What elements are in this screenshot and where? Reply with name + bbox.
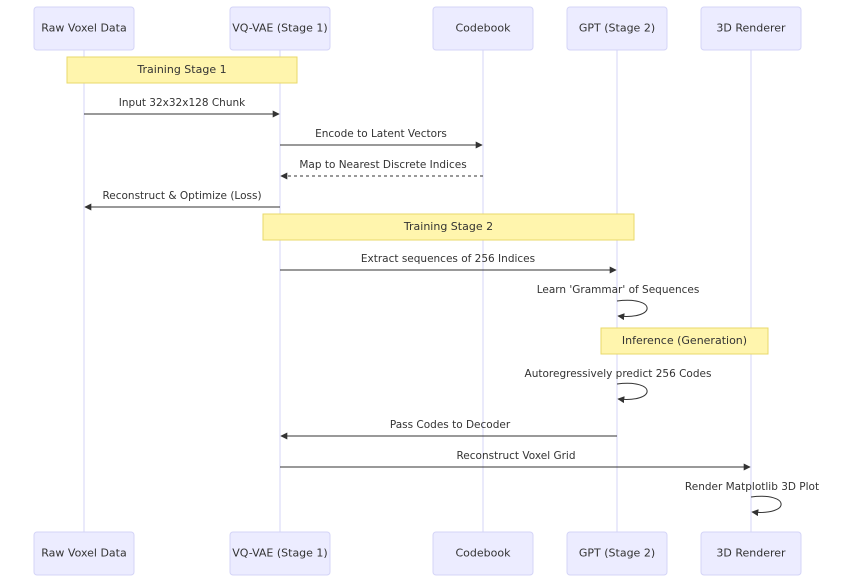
actor-label: 3D Renderer <box>716 547 786 560</box>
lifelines <box>83 50 752 532</box>
actor-label: GPT (Stage 2) <box>579 547 655 560</box>
message-label: Autoregressively predict 256 Codes <box>525 368 712 380</box>
actor-label: VQ-VAE (Stage 1) <box>232 22 327 35</box>
actors-top: Raw Voxel Data VQ-VAE (Stage 1) Codebook… <box>33 6 802 51</box>
note-text: Inference (Generation) <box>622 334 747 347</box>
actor-label: Codebook <box>456 547 512 560</box>
note-inference-generation: Inference (Generation) <box>600 327 769 355</box>
actors-bottom: Raw Voxel Data VQ-VAE (Stage 1) Codebook… <box>33 531 802 576</box>
message-autoregressive-predict: Autoregressively predict 256 Codes <box>525 368 712 404</box>
actor-3d-renderer-bottom: 3D Renderer <box>700 531 802 576</box>
message-pass-codes: Pass Codes to Decoder <box>280 419 617 440</box>
actor-label: VQ-VAE (Stage 1) <box>232 547 327 560</box>
message-label: Reconstruct & Optimize (Loss) <box>102 190 261 202</box>
message-encode-latent: Encode to Latent Vectors <box>280 128 483 149</box>
message-input-chunk: Input 32x32x128 Chunk <box>84 97 280 118</box>
message-learn-grammar: Learn 'Grammar' of Sequences <box>537 284 700 321</box>
message-self-loop-arrow <box>750 495 782 517</box>
message-label: Pass Codes to Decoder <box>390 419 511 431</box>
actor-codebook-top: Codebook <box>432 6 534 51</box>
notes: Training Stage 1 Training Stage 2 Infere… <box>66 56 769 355</box>
actor-3d-renderer-top: 3D Renderer <box>700 6 802 51</box>
message-label: Map to Nearest Discrete Indices <box>299 159 466 171</box>
actor-codebook-bottom: Codebook <box>432 531 534 576</box>
actor-vq-vae-bottom: VQ-VAE (Stage 1) <box>229 531 331 576</box>
message-label: Render Matplotlib 3D Plot <box>685 481 819 493</box>
message-label: Reconstruct Voxel Grid <box>456 450 575 462</box>
message-label: Input 32x32x128 Chunk <box>119 97 246 109</box>
actor-label: Codebook <box>456 22 512 35</box>
message-label: Extract sequences of 256 Indices <box>361 253 535 265</box>
message-extract-sequences: Extract sequences of 256 Indices <box>280 253 617 274</box>
message-self-loop-arrow <box>616 299 648 321</box>
message-map-indices: Map to Nearest Discrete Indices <box>280 159 483 180</box>
note-training-stage-2: Training Stage 2 <box>262 213 635 241</box>
actor-raw-voxel-data-top: Raw Voxel Data <box>33 6 135 51</box>
message-reconstruct-grid: Reconstruct Voxel Grid <box>280 450 751 471</box>
message-label: Encode to Latent Vectors <box>315 128 447 140</box>
actor-raw-voxel-data-bottom: Raw Voxel Data <box>33 531 135 576</box>
actor-label: Raw Voxel Data <box>41 22 126 35</box>
message-reconstruct-optimize: Reconstruct & Optimize (Loss) <box>84 190 280 211</box>
note-training-stage-1: Training Stage 1 <box>66 56 298 84</box>
note-text: Training Stage 1 <box>136 63 226 76</box>
actor-label: Raw Voxel Data <box>41 547 126 560</box>
message-self-loop-arrow <box>616 382 648 404</box>
actor-gpt-top: GPT (Stage 2) <box>566 6 668 51</box>
actor-label: GPT (Stage 2) <box>579 22 655 35</box>
actor-label: 3D Renderer <box>716 22 786 35</box>
actor-gpt-bottom: GPT (Stage 2) <box>566 531 668 576</box>
messages: Input 32x32x128 Chunk Encode to Latent V… <box>84 97 819 517</box>
message-label: Learn 'Grammar' of Sequences <box>537 284 700 296</box>
actor-vq-vae-top: VQ-VAE (Stage 1) <box>229 6 331 51</box>
note-text: Training Stage 2 <box>403 220 493 233</box>
message-render-plot: Render Matplotlib 3D Plot <box>685 481 819 517</box>
